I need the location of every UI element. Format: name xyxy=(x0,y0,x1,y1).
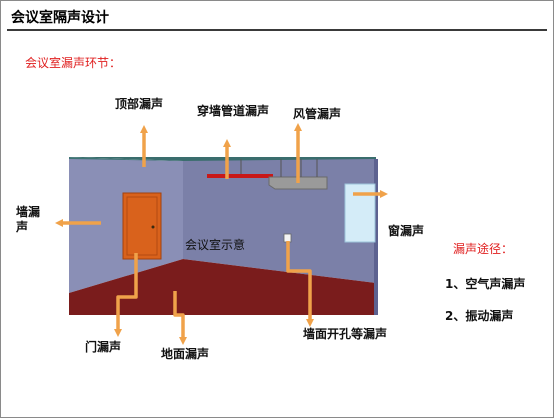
title-divider xyxy=(7,29,547,31)
door-leak-label: 门漏声 xyxy=(85,340,122,354)
room-back-wall xyxy=(183,159,376,283)
floor-leak-arrow xyxy=(173,291,187,345)
duct-leak-label: 风管漏声 xyxy=(293,107,342,121)
wall-leak-label: 墙漏声 xyxy=(16,205,41,234)
leak-path-item: 2、振动漏声 xyxy=(445,309,514,323)
floor-leak-label: 地面漏声 xyxy=(161,347,210,361)
room-caption: 会议室示意 xyxy=(185,238,246,252)
leak-paths-heading: 漏声途径： xyxy=(453,242,514,256)
door xyxy=(122,192,162,260)
room-floor xyxy=(69,259,376,315)
opening-leak-label: 墙面开孔等漏声 xyxy=(303,327,388,341)
through-wall-pipe xyxy=(207,174,273,178)
roof-leak-label: 顶部漏声 xyxy=(115,97,164,111)
section-subtitle: 会议室漏声环节： xyxy=(25,56,122,70)
window-leak-label: 窗漏声 xyxy=(388,224,425,238)
wall-socket xyxy=(283,233,292,243)
door-leak-arrow xyxy=(114,253,138,337)
leak-path-item: 1、空气声漏声 xyxy=(445,277,526,291)
opening-leak-arrow xyxy=(286,241,314,327)
page-title: 会议室隔声设计 xyxy=(11,10,109,26)
pipe-leak-label: 穿墙管道漏声 xyxy=(197,104,270,118)
